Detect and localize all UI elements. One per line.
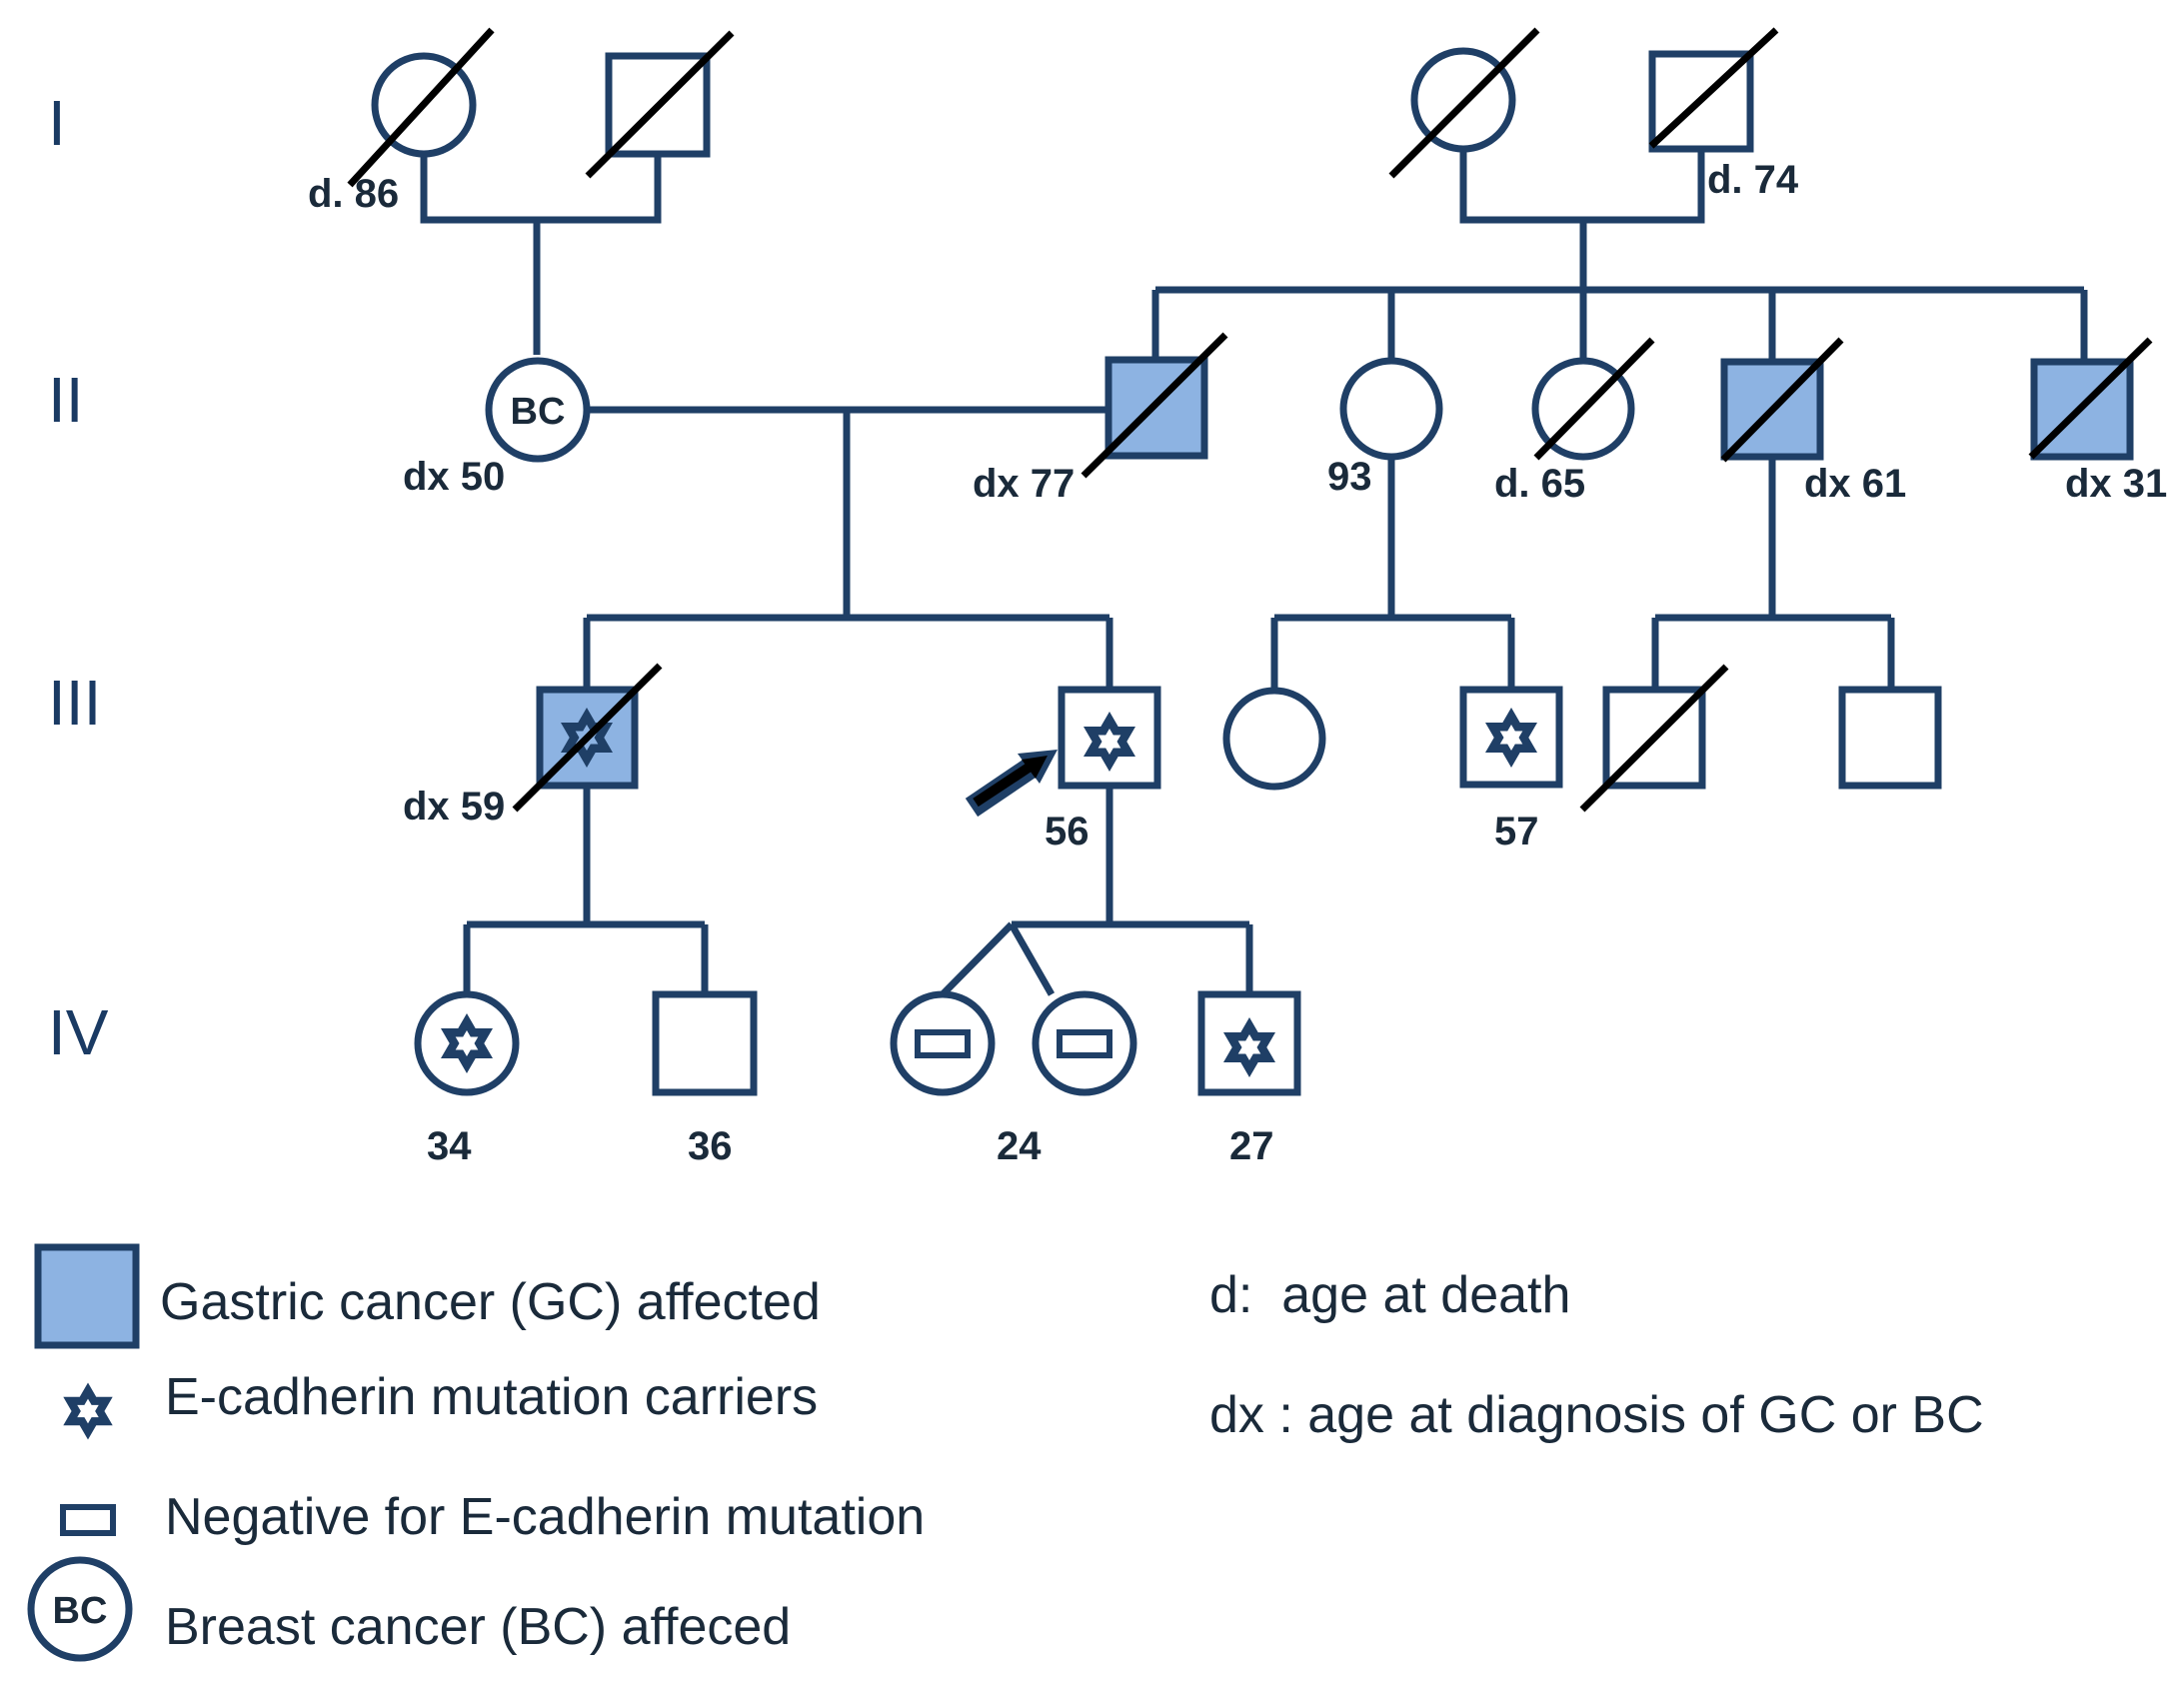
legend-negative-label: Negative for E-cadherin mutation [165, 1488, 925, 1546]
age-label-II-3: 93 [1327, 455, 1372, 499]
age-label-IV-2: 36 [688, 1124, 733, 1168]
individual-I-2 [585, 30, 735, 179]
legend-d-definition: d: age at death [1209, 1266, 1570, 1324]
individual-II-5 [1720, 337, 1844, 463]
age-label-III-1: dx 59 [403, 785, 505, 829]
individual-II-1: BC [485, 357, 591, 463]
individual-II-6 [2028, 337, 2153, 461]
legend-negative-icon [60, 1504, 116, 1536]
legend-gc-label: Gastric cancer (GC) affected [160, 1273, 821, 1331]
age-label-II-6: dx 31 [2065, 462, 2167, 506]
age-label-I-4: d. 74 [1707, 158, 1799, 202]
age-label-IV-3: 24 [997, 1124, 1042, 1168]
legend: Gastric cancer (GC) affected E-cadherin … [27, 1243, 1984, 1662]
legend-bc-label: Breast cancer (BC) affeced [165, 1598, 791, 1656]
individual-III-2 [1058, 686, 1161, 790]
individual-II-3 [1339, 357, 1443, 461]
individual-III-4 [1459, 686, 1563, 789]
age-label-II-1: dx 50 [403, 455, 505, 499]
individual-IV-1 [414, 990, 520, 1096]
individual-II-4 [1531, 337, 1655, 461]
proband-arrow-icon [965, 750, 1058, 818]
generation-label-3: III [48, 667, 101, 739]
individual-III-5 [1579, 664, 1729, 813]
legend-bc-text: BC [53, 1590, 108, 1632]
legend-carrier-star-icon [63, 1382, 113, 1440]
individual-III-3 [1222, 687, 1326, 791]
age-label-II-2: dx 77 [973, 462, 1075, 506]
pedigree-lines [420, 148, 2088, 997]
individual-III-6 [1838, 686, 1942, 790]
individual-II-2 [1081, 332, 1228, 479]
legend-dx-definition: dx : age at diagnosis of GC or BC [1209, 1386, 1984, 1444]
age-label-III-4: 57 [1494, 810, 1539, 853]
individual-IV-5 [1197, 990, 1301, 1096]
individual-IV-4 [1032, 990, 1137, 1096]
generation-label-4: IV [48, 996, 109, 1068]
legend-gc-swatch [34, 1243, 140, 1349]
individual-I-1 [347, 27, 495, 188]
individual-IV-2 [652, 990, 758, 1096]
age-label-II-5: dx 61 [1804, 462, 1906, 506]
individual-IV-3 [890, 990, 996, 1096]
bc-marker: BC [511, 391, 566, 433]
age-label-IV-1: 34 [427, 1124, 472, 1168]
individual-I-4 [1648, 27, 1779, 153]
individual-I-3 [1388, 27, 1540, 179]
individual-III-1 [512, 663, 663, 813]
generation-label-2: II [48, 364, 84, 436]
generation-label-1: I [48, 87, 66, 159]
age-label-II-4: d. 65 [1494, 462, 1585, 506]
age-label-IV-5: 27 [1229, 1124, 1274, 1168]
age-label-III-2: 56 [1045, 810, 1090, 853]
age-label-I-1: d. 86 [308, 172, 399, 216]
legend-bc-symbol [27, 1556, 133, 1662]
legend-carrier-label: E-cadherin mutation carriers [165, 1368, 818, 1426]
